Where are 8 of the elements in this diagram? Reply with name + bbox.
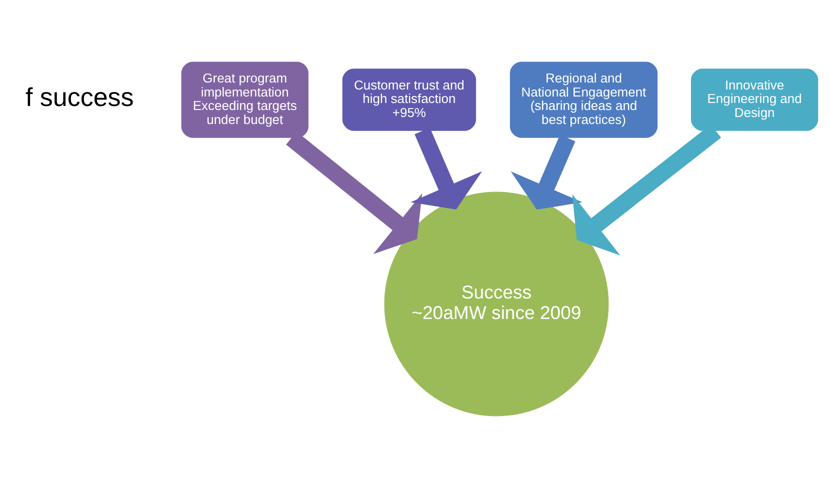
node-box: Customer trust and high satisfaction +95%	[342, 68, 476, 131]
label: f success	[25, 82, 134, 112]
arrow	[510, 134, 582, 210]
arrow	[410, 128, 482, 210]
node-box: Regional and National Engagement (sharing ideas and best practices)	[510, 62, 658, 138]
node-box: Innovative Engineering and Design	[690, 68, 818, 131]
node-circle: Success ~20aMW since 2009	[384, 192, 609, 416]
node-box: Great program implementation Exceeding targets under budget	[181, 62, 308, 138]
